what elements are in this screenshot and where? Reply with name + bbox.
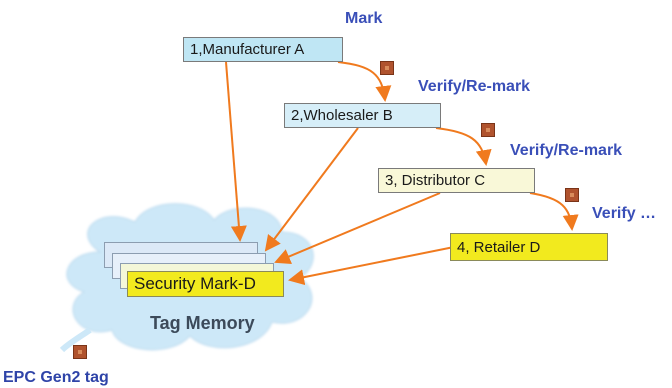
party-distributor-c: 3, Distributor C <box>378 168 535 193</box>
party-retailer-d: 4, Retailer D <box>450 233 608 261</box>
security-mark-d: Security Mark-D <box>127 271 284 297</box>
arrow-a-to-b <box>337 61 392 102</box>
epc-tag-label: EPC Gen2 tag <box>3 369 109 386</box>
cloud-tail <box>59 327 92 353</box>
rfid-chip-icon <box>565 188 579 202</box>
arrow-c-to-d <box>529 192 579 231</box>
action-label-verify-remark-1: Verify/Re-mark <box>418 78 531 95</box>
action-label-verify-remark-2: Verify/Re-mark <box>510 142 623 159</box>
arrow-a-to-memory <box>225 61 247 242</box>
rfid-chip-icon <box>380 61 394 75</box>
action-label-verify: Verify … <box>592 205 657 222</box>
arrow-c-to-memory <box>274 192 441 264</box>
rfid-chip-icon <box>73 345 87 359</box>
party-manufacturer-a: 1,Manufacturer A <box>183 37 343 62</box>
party-wholesaler-b: 2,Wholesaler B <box>284 103 441 128</box>
rfid-chip-icon <box>481 123 495 137</box>
arrow-b-to-memory <box>264 127 359 252</box>
action-label-mark: Mark <box>345 10 383 27</box>
tag-memory-label: Tag Memory <box>150 313 255 333</box>
arrow-b-to-c <box>435 127 492 166</box>
arrow-d-to-memory <box>288 246 455 286</box>
